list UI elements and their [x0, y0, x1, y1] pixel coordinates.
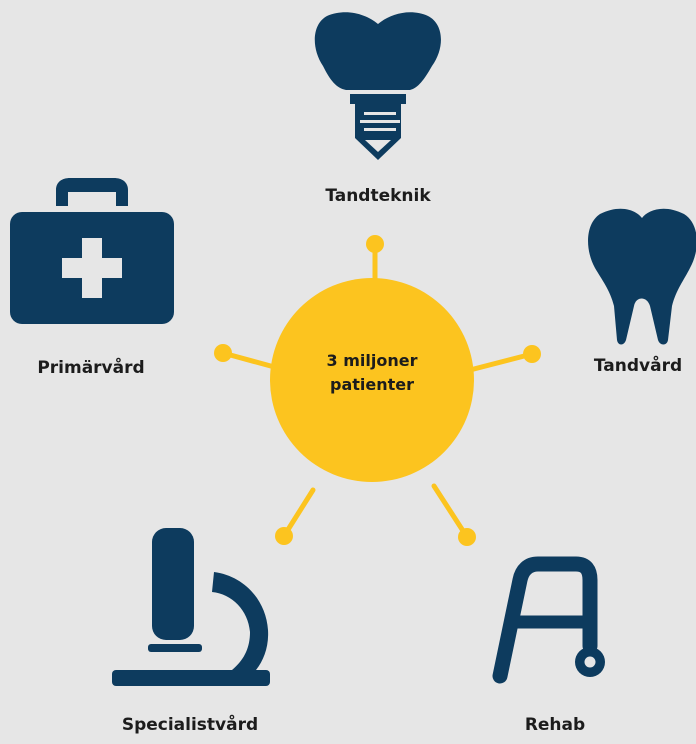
tooth-icon: [588, 208, 696, 345]
label-specialistvard: Specialistvård: [121, 715, 259, 735]
microscope-icon: [112, 528, 270, 686]
label-rehab: Rehab: [524, 715, 586, 735]
center-text-line2: patienter: [329, 375, 415, 394]
label-primarvard: Primärvård: [37, 358, 145, 378]
connector-dot-rehab: [458, 528, 476, 546]
center-text: 3 miljoner patienter: [327, 349, 418, 397]
first-aid-kit-icon: [10, 178, 174, 324]
connector-dot-specialistvard: [275, 527, 293, 545]
implant-threads: [360, 112, 400, 152]
connector-specialistvard: [281, 487, 316, 539]
connector-dot-tandteknik: [366, 235, 384, 253]
center-text-line1: 3 miljoner: [326, 351, 418, 370]
label-tandvard: Tandvård: [593, 356, 683, 376]
connector-dot-primarvard: [214, 344, 232, 362]
connector-primarvard: [220, 350, 281, 371]
connector-dot-tandvard: [523, 345, 541, 363]
connector-tandvard: [467, 351, 535, 373]
connectors: [214, 235, 541, 546]
connector-rehab: [431, 483, 470, 540]
center-hub: [270, 278, 474, 482]
dental-implant-icon: [314, 12, 441, 160]
label-tandteknik: Tandteknik: [325, 186, 431, 206]
walker-icon: [492, 556, 605, 684]
